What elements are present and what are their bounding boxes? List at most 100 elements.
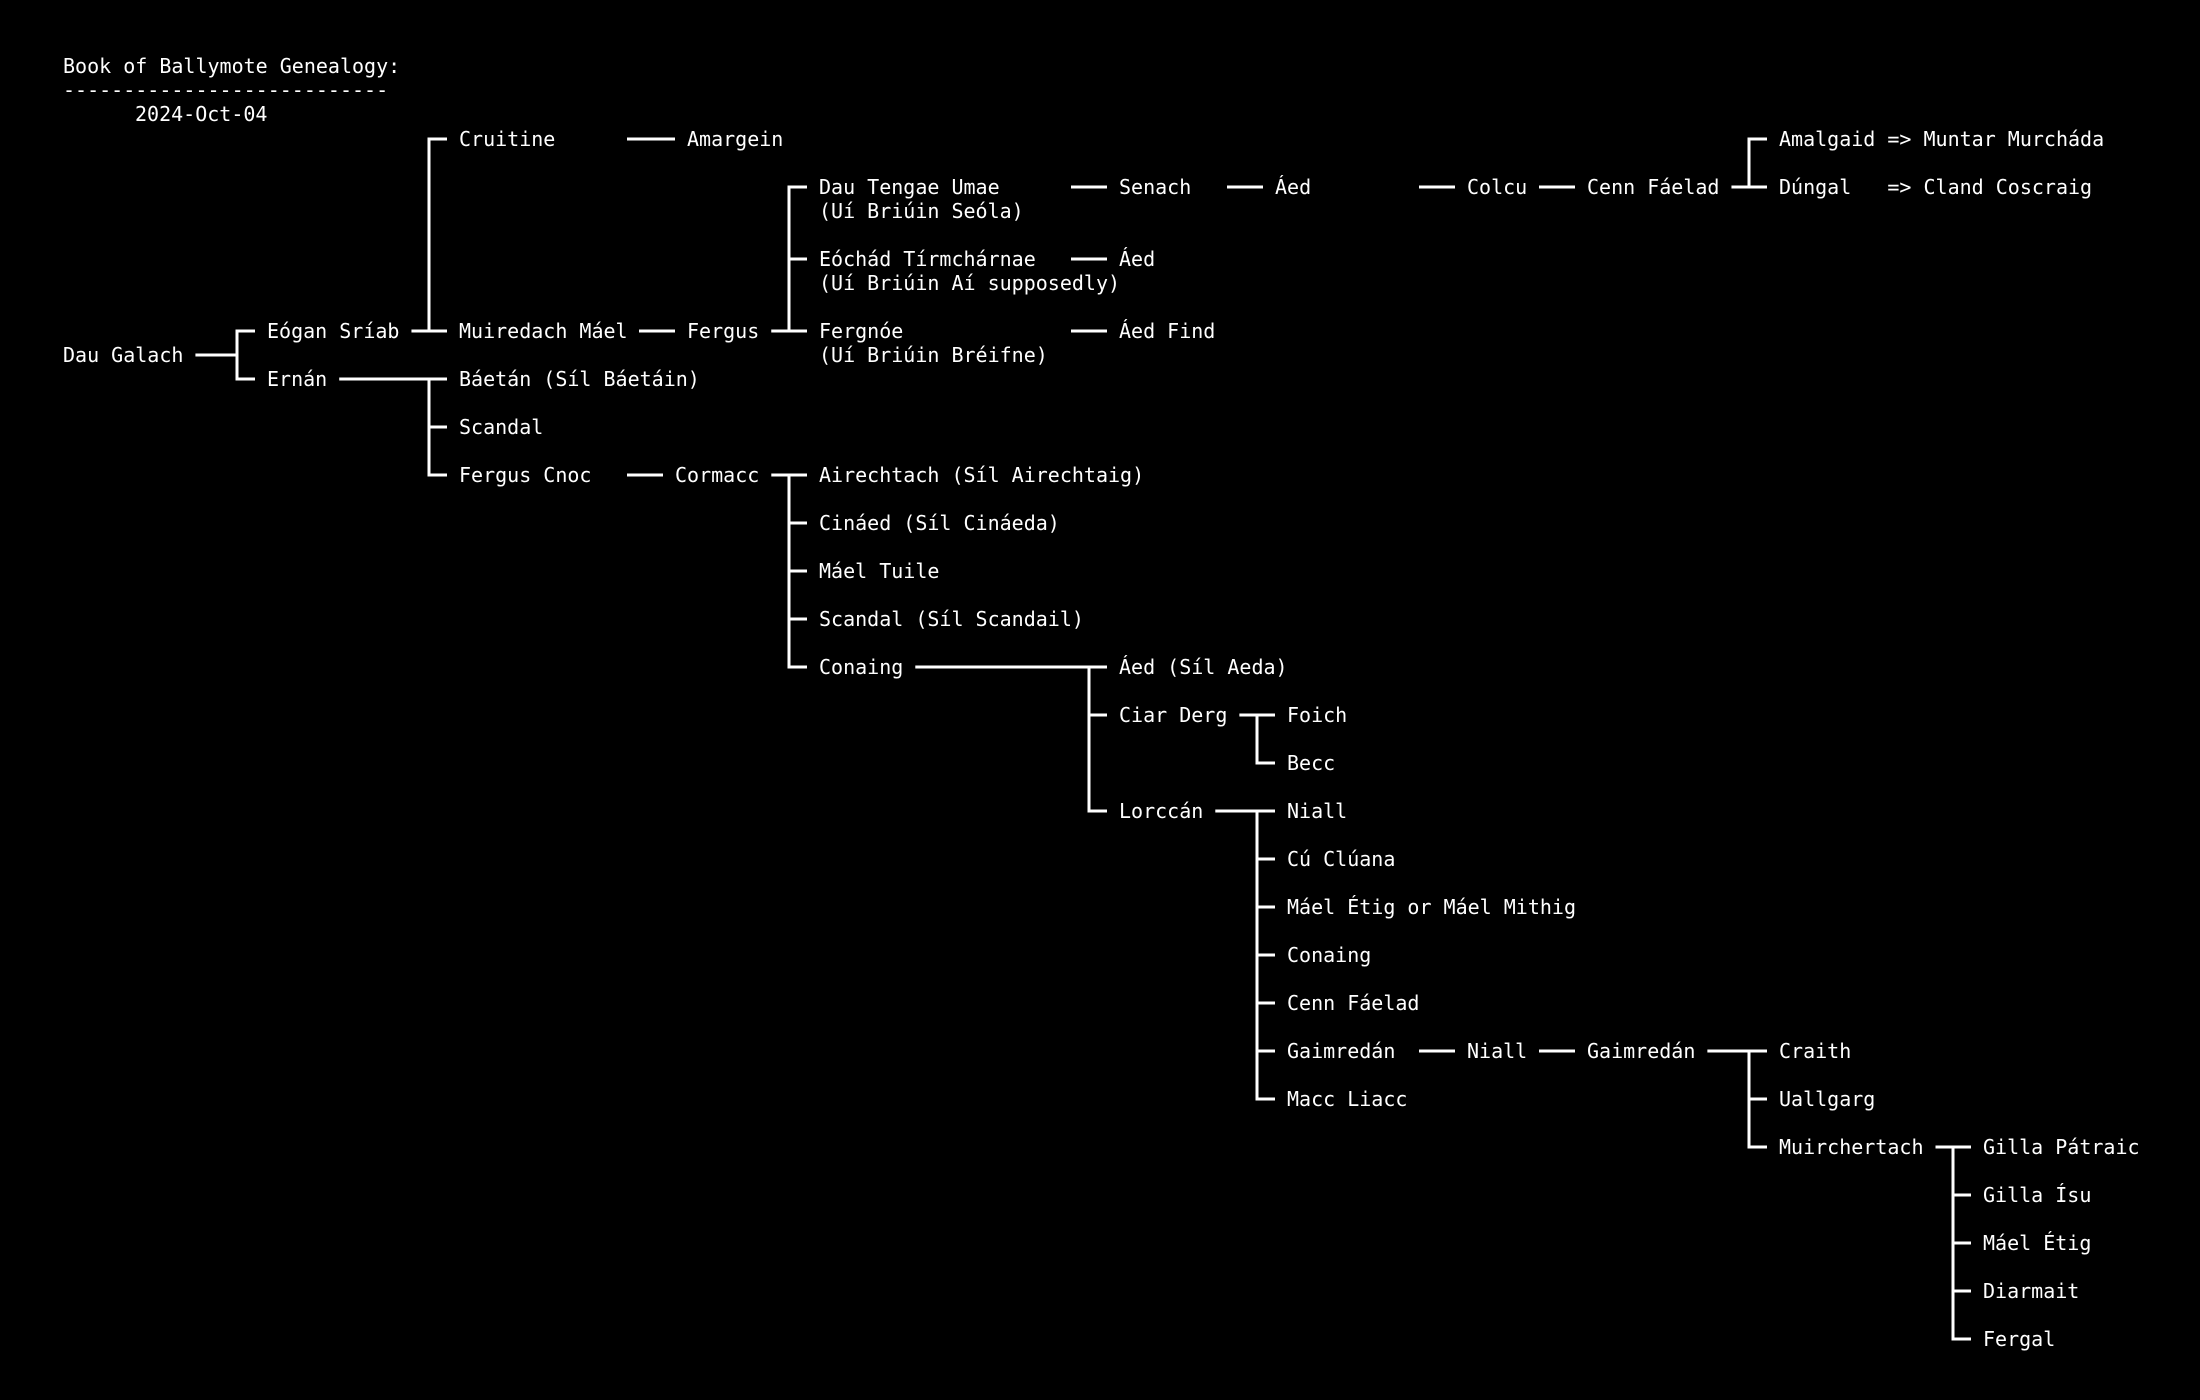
person-node-fergal: Fergal <box>1983 1327 2055 1351</box>
person-node-eogan-sriab: Eógan Sríab <box>267 319 399 343</box>
person-node-mael-tuile: Máel Tuile <box>819 559 939 583</box>
person-name: Máel Étig <box>1983 1231 2092 1255</box>
person-name: Niall <box>1287 799 1348 823</box>
person-node-mael-etig-mithig: Máel Étig or Máel Mithig <box>1287 895 1576 919</box>
person-name: Muirchertach <box>1779 1135 1924 1159</box>
person-name: Macc Liacc <box>1287 1087 1408 1111</box>
person-node-muirchertach: Muirchertach <box>1779 1135 1924 1159</box>
person-node-aed-2: Áed <box>1119 247 1155 271</box>
person-node-fergnoe: Fergnóe(Uí Briúin Bréifne) <box>819 319 1048 367</box>
person-node-fergus-cnoc: Fergus Cnoc <box>459 463 591 487</box>
page-title: Book of Ballymote Genealogy: <box>63 54 401 78</box>
person-name: Ciar Derg <box>1119 703 1228 727</box>
person-node-gilla-isu: Gilla Ísu <box>1983 1183 2091 1207</box>
person-node-craith: Craith <box>1779 1039 1851 1063</box>
title-rule: --------------------------- <box>63 78 389 102</box>
person-node-amargein: Amargein <box>687 127 783 151</box>
person-name: Cormacc <box>675 463 760 487</box>
person-name: Cruitine <box>459 127 556 151</box>
person-node-becc: Becc <box>1287 751 1335 775</box>
person-node-scandal-2: Scandal (Síl Scandail) <box>819 607 1084 631</box>
person-name: Dau Galach <box>63 343 184 367</box>
person-node-scandal-1: Scandal <box>459 415 543 439</box>
person-node-cenn-faelad-2: Cenn Fáelad <box>1287 991 1419 1015</box>
person-node-diarmait: Diarmait <box>1983 1279 2079 1303</box>
person-name: Gilla Pátraic <box>1983 1135 2140 1159</box>
person-name: Eóchád Tírmchárnae <box>819 247 1036 271</box>
person-name: Becc <box>1287 751 1336 775</box>
person-node-cu-cluana: Cú Clúana <box>1287 847 1395 871</box>
person-node-ernan: Ernán <box>267 367 327 391</box>
person-name: Dau Tengae Umae <box>819 175 1000 199</box>
person-name: Muiredach Máel <box>459 319 628 343</box>
person-node-niall-2: Niall <box>1467 1039 1527 1063</box>
person-node-muiredach-mael: Muiredach Máel <box>459 319 628 343</box>
person-name: Airechtach (Síl Airechtaig) <box>819 463 1145 487</box>
lineage-note: (Uí Briúin Seóla) <box>819 199 1024 223</box>
person-name: Colcu <box>1467 175 1528 199</box>
person-node-dungal: Dúngal => Cland Coscraig <box>1779 175 2092 199</box>
person-name: Amargein <box>687 127 784 151</box>
person-node-cinaed: Cináed (Síl Cináeda) <box>819 511 1060 535</box>
person-name: Cináed (Síl Cináeda) <box>819 511 1060 535</box>
person-node-gaimredan-2: Gaimredán <box>1587 1039 1695 1063</box>
person-node-mael-etig: Máel Étig <box>1983 1231 2091 1255</box>
person-node-gilla-patraic: Gilla Pátraic <box>1983 1135 2140 1159</box>
person-node-dau-tengae-umae: Dau Tengae Umae(Uí Briúin Seóla) <box>819 175 1024 223</box>
person-name: Conaing <box>1287 943 1372 967</box>
person-node-foich: Foich <box>1287 703 1347 727</box>
person-node-cenn-faelad-1: Cenn Fáelad <box>1587 175 1719 199</box>
person-node-aed-find: Áed Find <box>1119 319 1215 343</box>
person-name: Ernán <box>267 367 328 391</box>
person-node-ciar-derg: Ciar Derg <box>1119 703 1227 727</box>
person-name: Áed <box>1275 175 1312 199</box>
person-name: Foich <box>1287 703 1348 727</box>
person-name: Fergal <box>1983 1327 2056 1351</box>
page-date: 2024-Oct-04 <box>135 102 268 126</box>
person-name: Áed (Síl Aeda) <box>1119 655 1288 679</box>
person-name: Scandal <box>459 415 544 439</box>
person-node-aed-sil-aeda: Áed (Síl Aeda) <box>1119 655 1288 679</box>
person-name: Lorccán <box>1119 799 1204 823</box>
person-name: Diarmait <box>1983 1279 2080 1303</box>
person-node-eochad: Eóchád Tírmchárnae(Uí Briúin Aí supposed… <box>819 247 1120 295</box>
person-name: Uallgarg <box>1779 1087 1876 1111</box>
person-name: Cenn Fáelad <box>1287 991 1420 1015</box>
person-name: Dúngal => Cland Coscraig <box>1779 175 2093 199</box>
person-name: Fergus Cnoc <box>459 463 592 487</box>
lineage-note: (Uí Briúin Aí supposedly) <box>819 271 1121 295</box>
person-node-niall-1: Niall <box>1287 799 1347 823</box>
person-node-colcu: Colcu <box>1467 175 1527 199</box>
person-node-macc-liacc: Macc Liacc <box>1287 1087 1407 1111</box>
person-name: Máel Tuile <box>819 559 940 583</box>
person-name: Cú Clúana <box>1287 847 1396 871</box>
person-name: Scandal (Síl Scandail) <box>819 607 1084 631</box>
person-node-senach: Senach <box>1119 175 1191 199</box>
person-name: Fergnóe <box>819 319 904 343</box>
person-node-amalgaid: Amalgaid => Muntar Murcháda <box>1779 127 2104 151</box>
person-node-conaing-1: Conaing <box>819 655 903 679</box>
person-node-baetan: Báetán (Síl Báetáin) <box>459 367 700 391</box>
person-name: Niall <box>1467 1039 1528 1063</box>
person-node-uallgarg: Uallgarg <box>1779 1087 1875 1111</box>
person-node-dau-galach: Dau Galach <box>63 343 183 367</box>
person-node-cruitine: Cruitine <box>459 127 555 151</box>
person-node-cormacc: Cormacc <box>675 463 759 487</box>
person-name: Fergus <box>687 319 760 343</box>
person-node-conaing-2: Conaing <box>1287 943 1371 967</box>
person-node-fergus: Fergus <box>687 319 759 343</box>
person-name: Cenn Fáelad <box>1587 175 1720 199</box>
person-name: Craith <box>1779 1039 1852 1063</box>
person-node-gaimredan-1: Gaimredán <box>1287 1039 1395 1063</box>
person-name: Báetán (Síl Báetáin) <box>459 367 700 391</box>
person-name: Eógan Sríab <box>267 319 400 343</box>
person-node-airechtach: Airechtach (Síl Airechtaig) <box>819 463 1144 487</box>
person-name: Áed Find <box>1119 319 1216 343</box>
person-name: Gaimredán <box>1287 1039 1396 1063</box>
person-name: Áed <box>1119 247 1156 271</box>
person-name: Amalgaid => Muntar Murcháda <box>1779 127 2105 151</box>
person-name: Gaimredán <box>1587 1039 1696 1063</box>
lineage-note: (Uí Briúin Bréifne) <box>819 343 1048 367</box>
